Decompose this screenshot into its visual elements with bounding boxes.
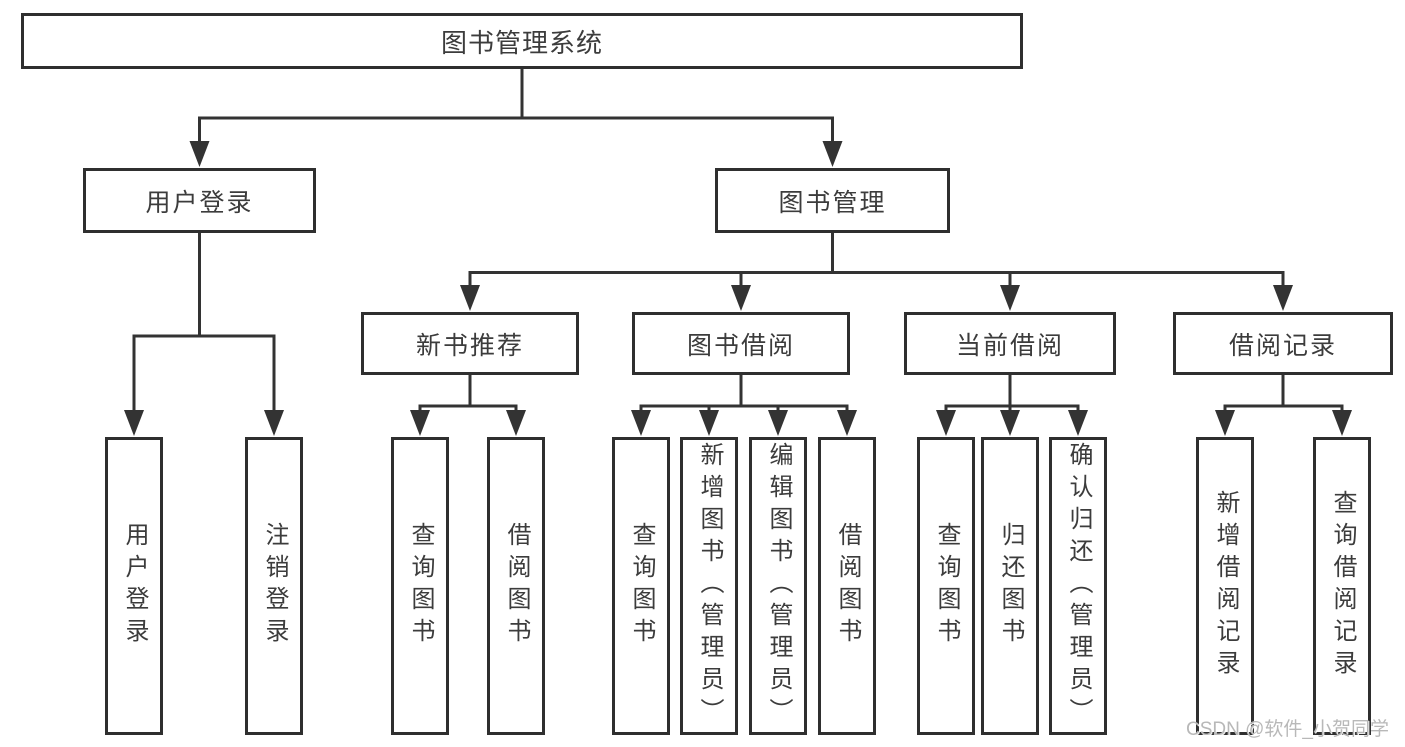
arrowhead-icons	[124, 141, 1352, 436]
leaf-borrow-books-recommend: 借阅图书	[487, 437, 545, 735]
leaf-confirm-return-admin: 确认归还（管理员）	[1049, 437, 1107, 735]
watermark: CSDN @软件_小贺同学	[1186, 719, 1389, 740]
leaf-user-login: 用户登录	[105, 437, 163, 735]
leaf-logout: 注销登录	[245, 437, 303, 735]
node-new-book-recommend: 新书推荐	[361, 312, 579, 375]
node-library-system: 图书管理系统	[21, 13, 1023, 69]
leaf-query-borrow-record: 查询借阅记录	[1313, 437, 1371, 735]
leaf-query-books-borrow: 查询图书	[612, 437, 670, 735]
node-book-borrow: 图书借阅	[632, 312, 850, 375]
node-current-borrow: 当前借阅	[904, 312, 1116, 375]
leaf-add-book-admin: 新增图书（管理员）	[680, 437, 738, 735]
leaf-query-books-current: 查询图书	[917, 437, 975, 735]
node-book-management: 图书管理	[715, 168, 950, 233]
leaf-borrow-books: 借阅图书	[818, 437, 876, 735]
node-borrow-records: 借阅记录	[1173, 312, 1393, 375]
leaf-return-book: 归还图书	[981, 437, 1039, 735]
node-user-login: 用户登录	[83, 168, 316, 233]
leaf-edit-book-admin: 编辑图书（管理员）	[749, 437, 807, 735]
leaf-query-books-recommend: 查询图书	[391, 437, 449, 735]
leaf-add-borrow-record: 新增借阅记录	[1196, 437, 1254, 735]
